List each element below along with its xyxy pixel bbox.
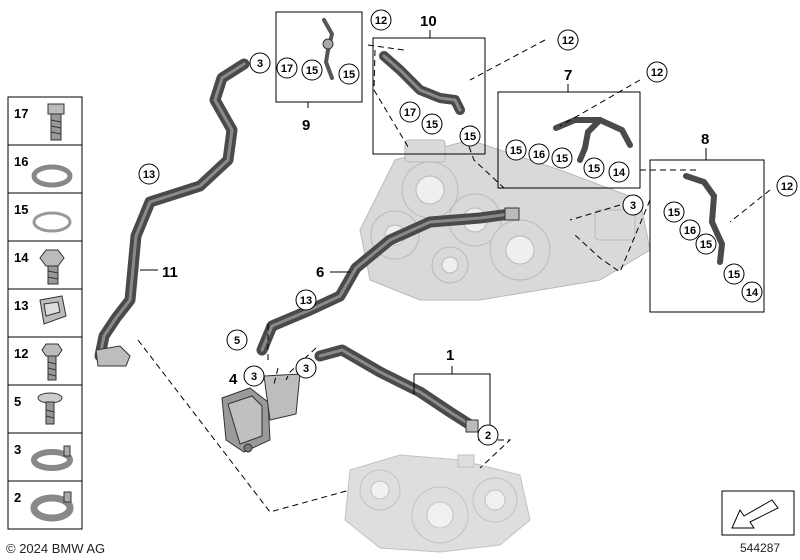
- frame-10: [372, 37, 486, 155]
- frame-9: [275, 11, 363, 103]
- callout-15-d: 15: [464, 131, 476, 143]
- hose-end-fitting: [95, 345, 131, 367]
- callout-3-a: 3: [257, 58, 263, 70]
- callout-2: 2: [485, 430, 491, 442]
- callout-15-j: 15: [728, 269, 740, 281]
- legend-num-5: 5: [14, 394, 21, 409]
- legend-num-17: 17: [14, 106, 28, 121]
- callout-15-b: 15: [343, 69, 355, 81]
- thin-seal-ring-icon: [32, 211, 72, 233]
- callout-15-c: 15: [426, 119, 438, 131]
- label-7: 7: [564, 67, 572, 84]
- label-11: 11: [162, 264, 178, 281]
- callout-15-e: 15: [510, 145, 522, 157]
- callout-15-h: 15: [668, 207, 680, 219]
- label-9: 9: [302, 117, 310, 134]
- hose-clamp-large-icon: [30, 491, 74, 522]
- callout-15-f: 15: [556, 153, 568, 165]
- label-8: 8: [701, 131, 709, 148]
- legend-num-12: 12: [14, 346, 28, 361]
- callout-16-a: 16: [533, 149, 545, 161]
- callout-3-c: 3: [303, 363, 309, 375]
- legend-num-3: 3: [14, 442, 21, 457]
- oil-line-8: [683, 173, 726, 265]
- legend-num-15: 15: [14, 202, 28, 217]
- callout-3-d: 3: [630, 200, 636, 212]
- legend-num-13: 13: [14, 298, 28, 313]
- frame-8: [649, 159, 765, 313]
- callout-12-a: 12: [375, 15, 387, 27]
- frame-7: [497, 91, 641, 189]
- callout-15-a: 15: [306, 65, 318, 77]
- copyright-notice: © 2024 BMW AG: [6, 541, 106, 556]
- label-6: 6: [316, 264, 324, 281]
- callout-12-c: 12: [651, 67, 663, 79]
- oil-line-9: [322, 18, 335, 80]
- callout-15-i: 15: [700, 239, 712, 251]
- document-number: 544287: [740, 541, 781, 555]
- legend-num-2: 2: [14, 490, 21, 505]
- legend-num-16: 16: [14, 154, 28, 169]
- legend-num-14: 14: [14, 250, 29, 265]
- callout-14-a: 14: [613, 167, 626, 179]
- group-frames: [275, 11, 765, 430]
- orientation-arrow-icon: [721, 490, 795, 536]
- leader-lines: [137, 39, 771, 513]
- callout-5: 5: [234, 335, 240, 347]
- callout-17-b: 17: [404, 107, 416, 119]
- callout-15-g: 15: [588, 163, 600, 175]
- lower-turbo-ghost: [344, 454, 531, 553]
- callout-12-b: 12: [562, 35, 574, 47]
- callout-17-a: 17: [281, 63, 293, 75]
- label-4: 4: [229, 371, 238, 388]
- label-1: 1: [446, 347, 454, 364]
- callout-14-b: 14: [746, 287, 759, 299]
- hex-hollow-bolt-icon: [39, 249, 65, 285]
- hose-clip-icon: [39, 295, 67, 325]
- callout-13-b: 13: [300, 295, 312, 307]
- parts-legend: [7, 96, 83, 530]
- auxiliary-pump-4: [221, 373, 301, 453]
- callout-3-b: 3: [251, 371, 257, 383]
- hollow-bolt-icon: [47, 103, 65, 141]
- callout-13-a: 13: [143, 169, 155, 181]
- label-10: 10: [420, 13, 437, 30]
- hose-clamp-small-icon: [31, 445, 73, 471]
- circled-callouts: [138, 9, 798, 446]
- callout-16-b: 16: [684, 225, 696, 237]
- flange-screw-icon: [37, 392, 63, 425]
- callout-12-d: 12: [781, 181, 793, 193]
- hex-bolt-icon: [41, 343, 63, 381]
- thick-seal-ring-icon: [31, 164, 73, 188]
